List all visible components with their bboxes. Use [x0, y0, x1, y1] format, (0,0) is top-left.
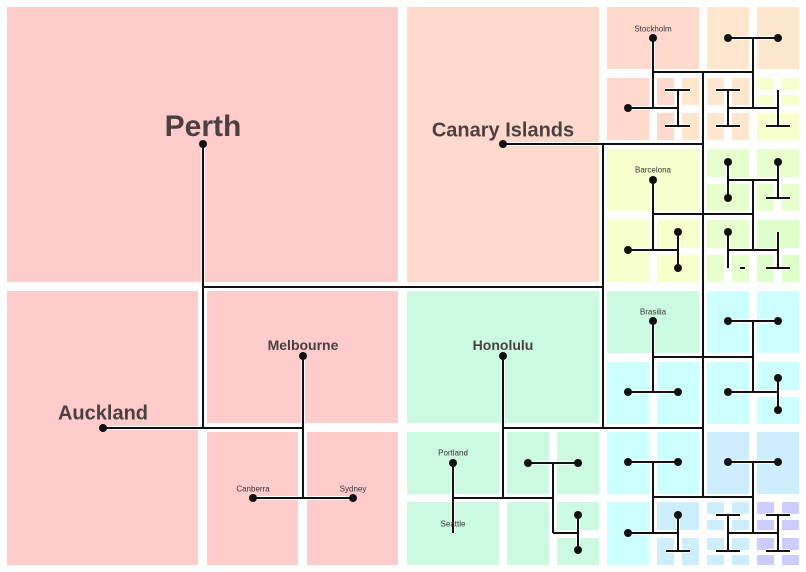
region-cell [707, 113, 724, 140]
region-cell [507, 502, 549, 565]
label-barcelona: Barcelona [634, 165, 672, 175]
region-cell [732, 520, 749, 530]
region-cell [757, 502, 774, 514]
node-dot [99, 424, 107, 432]
region-cell [732, 538, 749, 550]
node-dot [724, 317, 732, 325]
region-cell [707, 255, 724, 282]
node-dot [574, 511, 582, 519]
label-canberra: Canberra [236, 484, 270, 494]
region-cell [757, 184, 774, 211]
node-dot [624, 246, 632, 254]
node-dot [574, 546, 582, 554]
node-dot [649, 317, 657, 325]
region-cell [782, 502, 799, 514]
node-dot [724, 388, 732, 396]
node-dot [724, 158, 732, 166]
node-dot [624, 529, 632, 537]
node-dot [774, 158, 782, 166]
region-cell [707, 555, 724, 565]
region-cell [732, 502, 749, 514]
label-brasilia: Brasilia [639, 307, 667, 317]
region-cell [732, 78, 749, 105]
node-dot [774, 374, 782, 382]
node-dot [449, 459, 457, 467]
region-cell [757, 255, 774, 282]
node-dot [724, 458, 732, 466]
region-cell [782, 555, 799, 565]
node-dot [774, 34, 782, 42]
region-cell [757, 78, 774, 90]
node-dot [349, 494, 357, 502]
node-dot [299, 352, 307, 360]
label-perth: Perth [164, 110, 242, 143]
region-cell [757, 555, 774, 565]
node-dot [624, 104, 632, 112]
node-dot [624, 388, 632, 396]
region-cell [732, 113, 749, 140]
node-dot [724, 194, 732, 202]
node-dot [674, 388, 682, 396]
node-dot [674, 264, 682, 272]
node-dot [249, 494, 257, 502]
node-dot [724, 34, 732, 42]
region-cell [782, 78, 799, 90]
region-cell [757, 95, 774, 105]
region-cell [782, 95, 799, 105]
region-cell [782, 184, 799, 211]
node-dot [674, 511, 682, 519]
node-dot [524, 459, 532, 467]
node-dot [649, 34, 657, 42]
node-dot [674, 228, 682, 236]
node-dot [774, 317, 782, 325]
region-cell [707, 78, 724, 105]
node-dot [649, 176, 657, 184]
region-cell [707, 520, 724, 530]
label-stockholm: Stockholm [634, 24, 672, 34]
region-cell [782, 538, 799, 550]
node-dot [774, 458, 782, 466]
node-dot [499, 352, 507, 360]
region-cell [707, 538, 724, 550]
node-dot [724, 228, 732, 236]
region-cell [782, 520, 799, 530]
label-seattle: Seattle [440, 519, 466, 529]
node-dot [574, 459, 582, 467]
node-dot [774, 406, 782, 414]
label-canary-islands: Canary Islands [431, 119, 575, 142]
label-portland: Portland [438, 448, 468, 458]
label-honolulu: Honolulu [472, 337, 534, 353]
label-melbourne: Melbourne [267, 337, 339, 353]
region-cell [682, 113, 699, 140]
region-cell [707, 502, 724, 514]
node-dot [624, 458, 632, 466]
node-dot [674, 458, 682, 466]
region-cell [757, 538, 774, 550]
region-cell [732, 555, 749, 565]
node-dot [199, 140, 207, 148]
region-cell [657, 538, 674, 565]
region-cell [757, 520, 774, 530]
region-cell [782, 255, 799, 282]
node-dot [499, 140, 507, 148]
region-cell [682, 538, 699, 565]
label-auckland: Auckland [57, 402, 149, 425]
label-sydney: Sydney [339, 484, 367, 494]
region-cell [682, 78, 699, 105]
